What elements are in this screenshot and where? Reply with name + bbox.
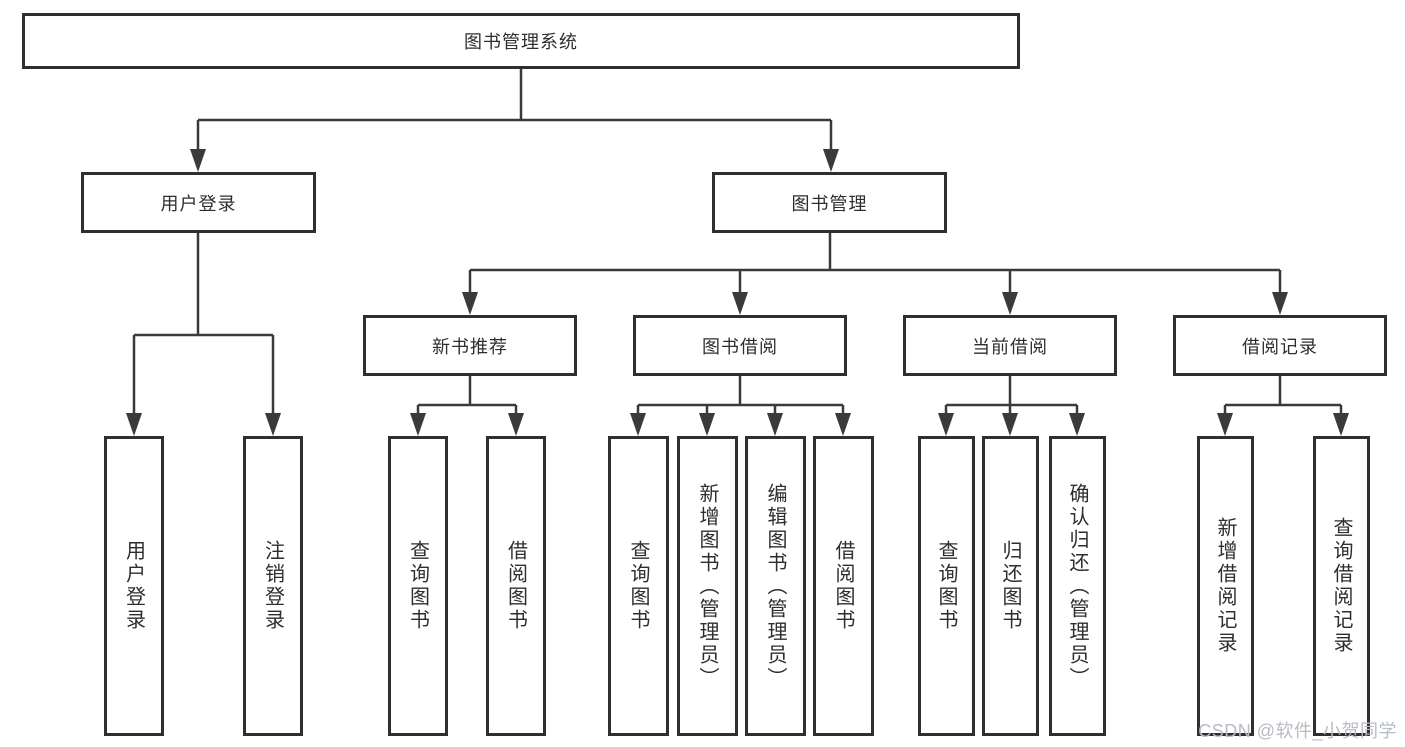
leaf-add-borrow-record: 新增借阅记录 bbox=[1197, 436, 1254, 736]
leaf-query-books-current: 查询图书 bbox=[918, 436, 975, 736]
leaf-return-books: 归还图书 bbox=[982, 436, 1039, 736]
leaf-edit-books-admin: 编辑图书（管理员） bbox=[745, 436, 806, 736]
leaf-logout: 注销登录 bbox=[243, 436, 303, 736]
csdn-watermark: CSDN @软件_小贺同学 bbox=[1198, 721, 1397, 741]
leaf-add-books-admin: 新增图书（管理员） bbox=[677, 436, 738, 736]
node-new-book-recommend: 新书推荐 bbox=[363, 315, 577, 376]
leaf-borrow-books-recommend: 借阅图书 bbox=[486, 436, 546, 736]
node-current-borrow: 当前借阅 bbox=[903, 315, 1117, 376]
node-user-login-branch: 用户登录 bbox=[81, 172, 316, 233]
leaf-query-borrow-record: 查询借阅记录 bbox=[1313, 436, 1370, 736]
leaf-query-books-borrow: 查询图书 bbox=[608, 436, 669, 736]
node-book-borrow: 图书借阅 bbox=[633, 315, 847, 376]
leaf-borrow-books: 借阅图书 bbox=[813, 436, 874, 736]
node-library-management-system: 图书管理系统 bbox=[22, 13, 1020, 69]
leaf-confirm-return-admin: 确认归还（管理员） bbox=[1049, 436, 1106, 736]
leaf-query-books-recommend: 查询图书 bbox=[388, 436, 448, 736]
node-borrow-records: 借阅记录 bbox=[1173, 315, 1387, 376]
node-book-management-branch: 图书管理 bbox=[712, 172, 947, 233]
leaf-user-login: 用户登录 bbox=[104, 436, 164, 736]
